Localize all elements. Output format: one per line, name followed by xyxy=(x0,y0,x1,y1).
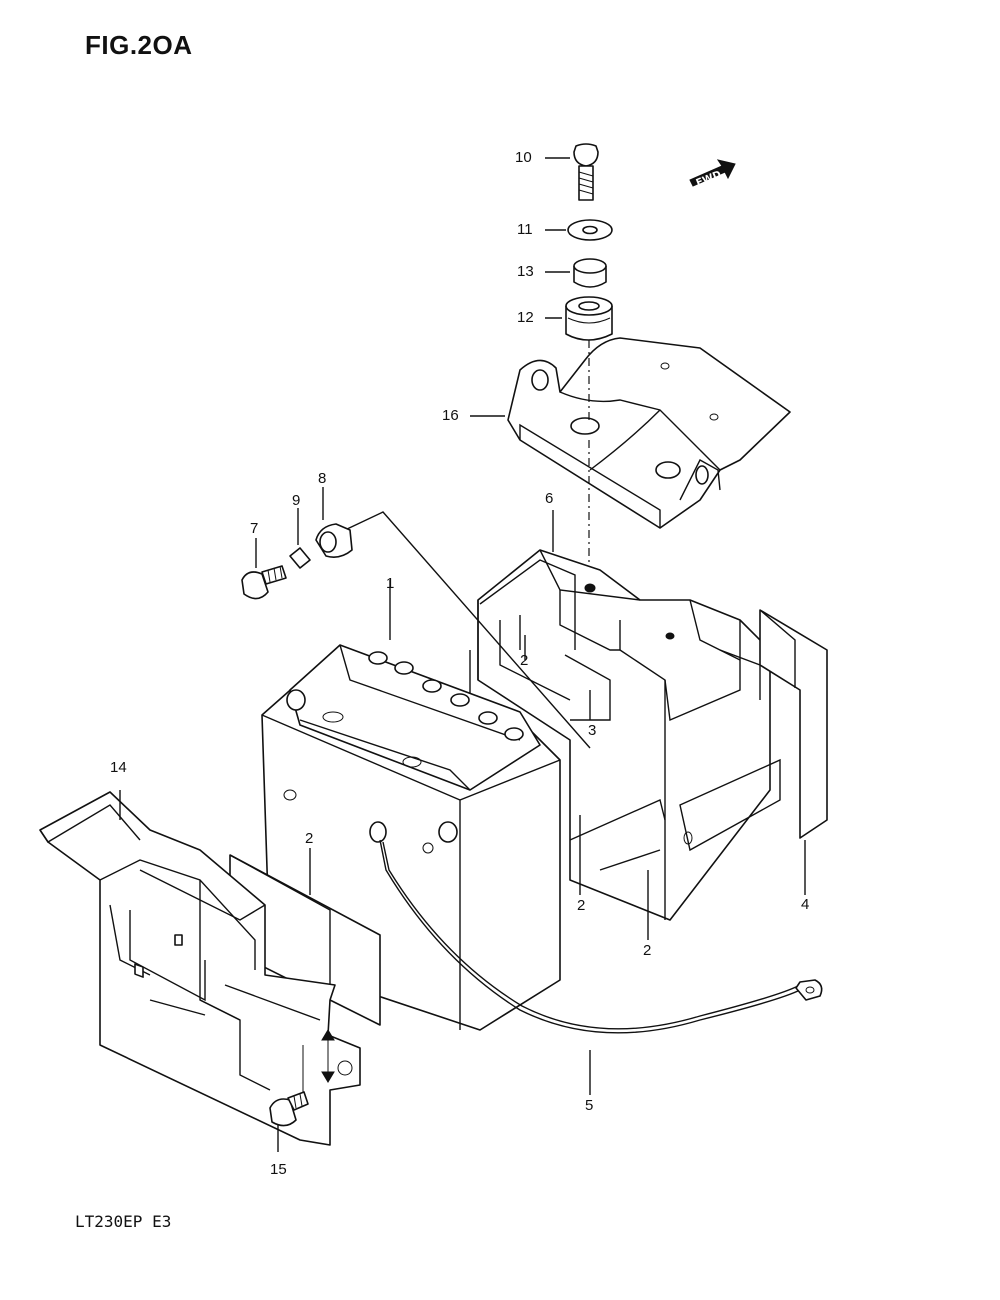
grommet-part-8 xyxy=(315,523,353,558)
cover-part-14 xyxy=(39,791,361,1146)
callout-2-front: 2 xyxy=(305,830,314,847)
model-code: LT230EP E3 xyxy=(75,1212,172,1231)
bolt-part-7 xyxy=(241,565,287,600)
callout-6: 6 xyxy=(545,490,554,507)
bolt-part-10 xyxy=(573,143,599,201)
callout-4: 4 xyxy=(801,896,810,913)
callout-3: 3 xyxy=(588,722,597,739)
callout-9: 9 xyxy=(292,492,301,509)
callout-2-case-inner: 2 xyxy=(520,652,529,669)
washer-part-11 xyxy=(567,219,613,241)
callout-14: 14 xyxy=(110,759,127,776)
pad-part-4 xyxy=(759,609,828,839)
callout-1: 1 xyxy=(386,575,395,592)
callout-13: 13 xyxy=(517,263,534,280)
callout-16: 16 xyxy=(442,407,459,424)
collar-part-9 xyxy=(289,547,311,569)
callout-11: 11 xyxy=(517,221,533,238)
callout-8: 8 xyxy=(318,470,327,487)
callout-10: 10 xyxy=(515,149,532,166)
callout-2-case-bottom: 2 xyxy=(577,897,586,914)
forward-arrow-icon: FWD xyxy=(689,159,736,189)
collar-part-13 xyxy=(573,258,607,288)
callout-12: 12 xyxy=(517,309,534,326)
callout-5: 5 xyxy=(585,1097,594,1114)
callout-7: 7 xyxy=(250,520,259,537)
bolt-part-15 xyxy=(269,1091,309,1127)
cable-part-5 xyxy=(369,821,823,1034)
grommet-part-12 xyxy=(565,296,613,341)
callout-15: 15 xyxy=(270,1161,287,1178)
figure-title: FIG.2OA xyxy=(85,30,193,60)
holder-plate-part-16 xyxy=(507,337,791,529)
battery-cells xyxy=(368,651,524,741)
callout-2-case-side: 2 xyxy=(643,942,652,959)
battery-case-part-6 xyxy=(469,549,781,921)
